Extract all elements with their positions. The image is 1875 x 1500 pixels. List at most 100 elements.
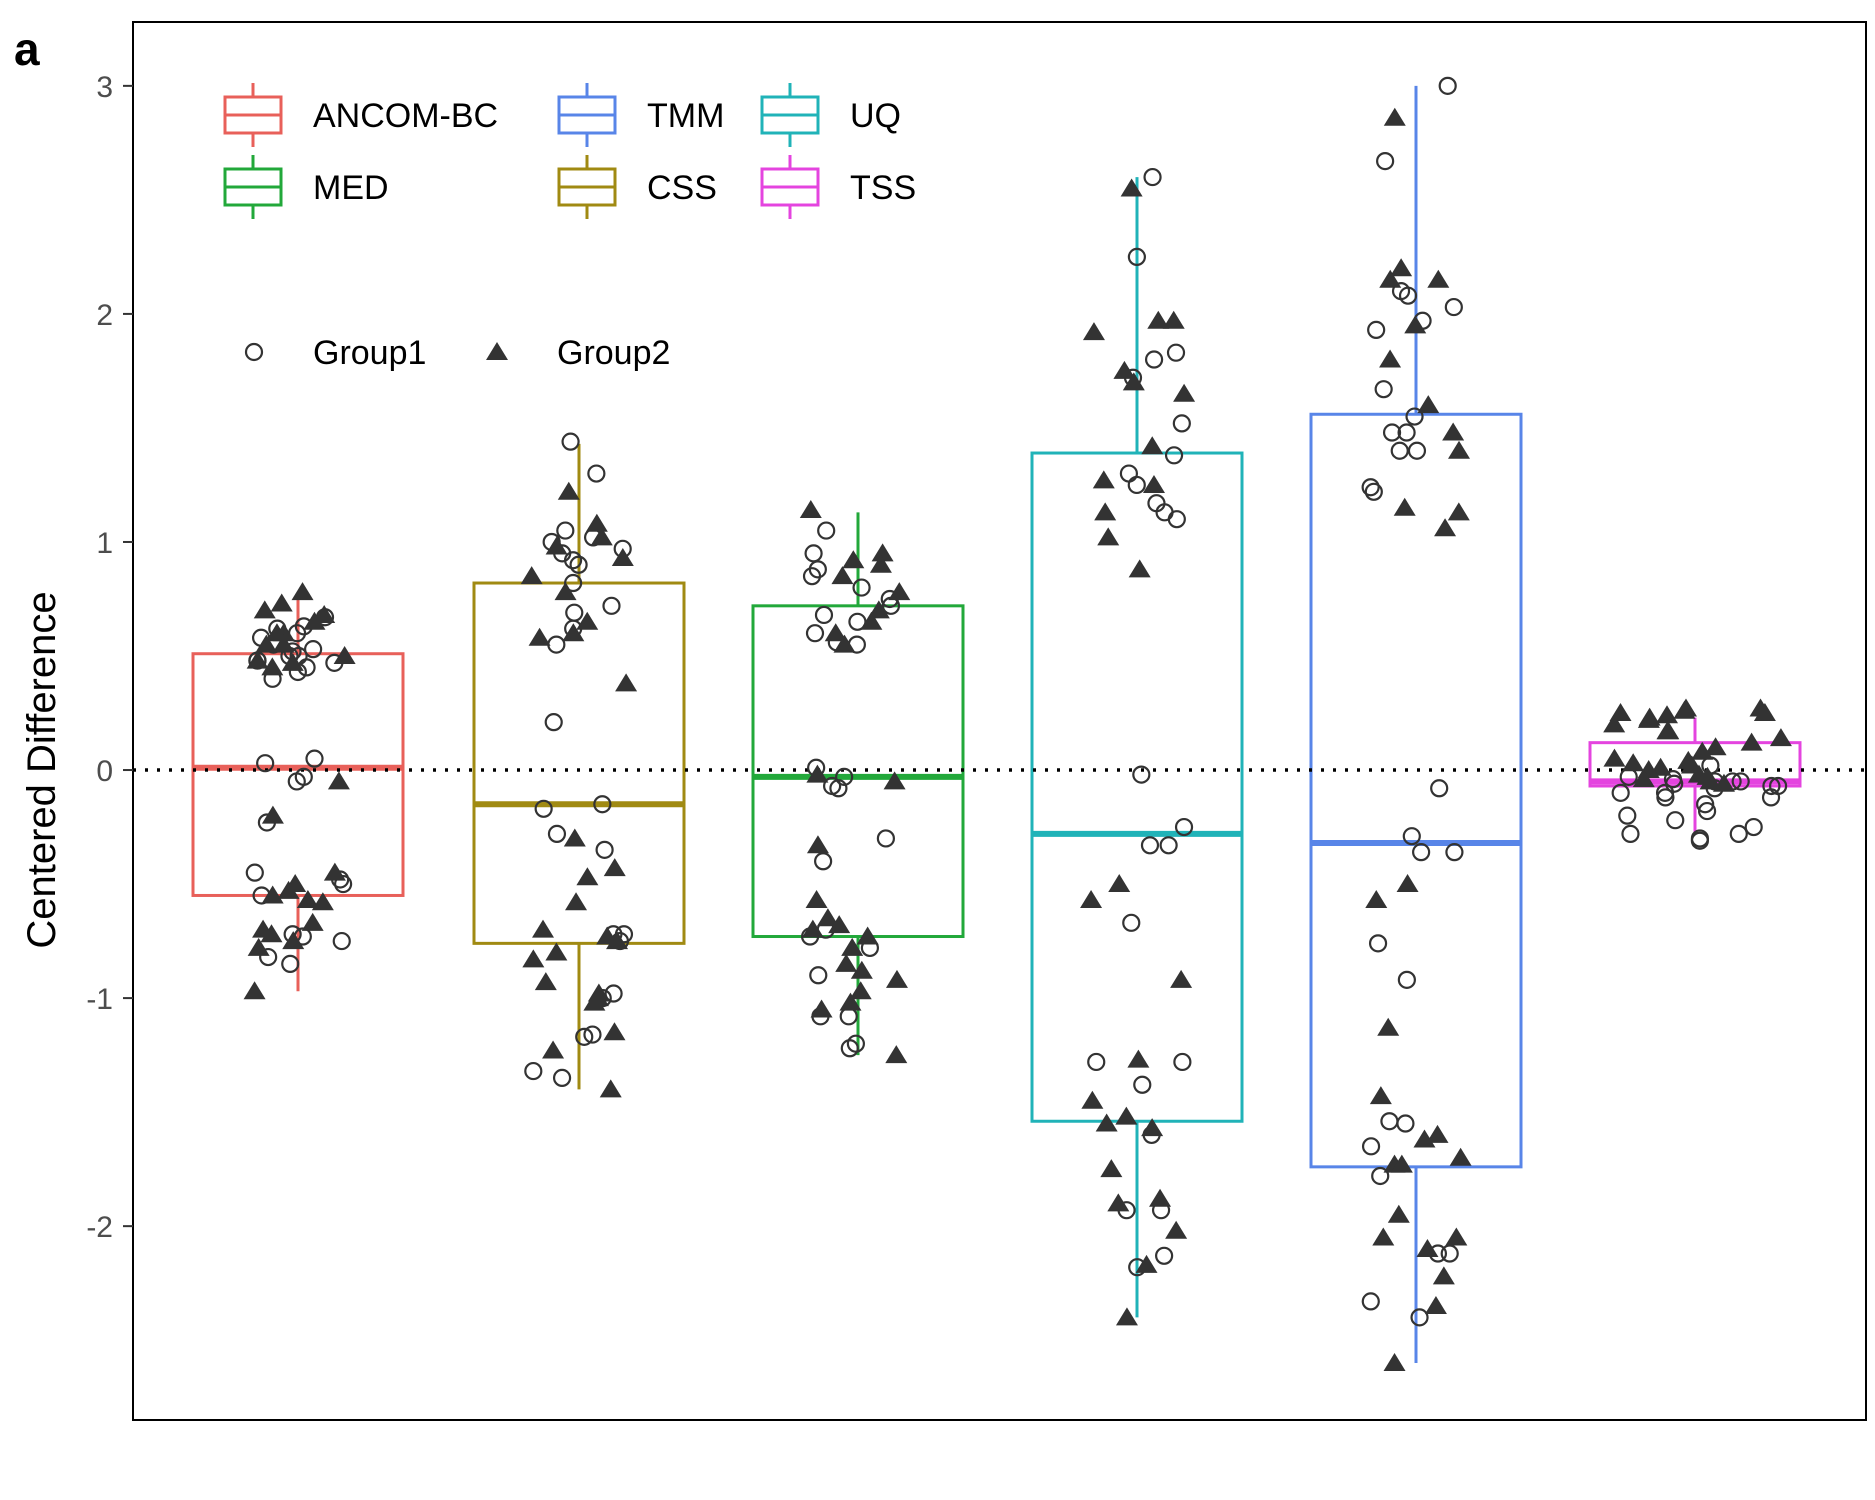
point-group2-ancom-bc bbox=[313, 604, 336, 623]
point-group1-ancom-bc bbox=[304, 640, 323, 659]
point-group2-uq bbox=[1082, 322, 1105, 341]
legend-item-tss: TSS bbox=[760, 155, 916, 219]
point-group2-med bbox=[885, 969, 908, 988]
point-group2-css bbox=[528, 627, 551, 646]
point-group2-uq bbox=[1115, 1106, 1138, 1125]
point-group2-uq bbox=[1122, 372, 1145, 391]
point-group2-uq bbox=[1149, 1188, 1172, 1207]
point-group1-med bbox=[829, 779, 848, 798]
panel-label: a bbox=[14, 23, 40, 75]
point-group2-tmm bbox=[1442, 422, 1465, 441]
point-group2-tss bbox=[1691, 741, 1714, 760]
point-group1-tmm bbox=[1402, 827, 1421, 846]
point-group1-med bbox=[814, 605, 834, 625]
point-group2-css bbox=[590, 527, 613, 546]
point-group1-uq bbox=[1119, 464, 1139, 483]
point-group2-uq bbox=[1092, 470, 1115, 489]
point-group2-css bbox=[599, 1079, 622, 1098]
point-group2-med bbox=[810, 999, 833, 1018]
legend-item-tmm: TMM bbox=[557, 83, 724, 147]
legend-label: Group2 bbox=[557, 334, 670, 372]
box-uq bbox=[1030, 177, 1244, 1318]
point-group1-tmm bbox=[1380, 1112, 1399, 1131]
point-group1-uq bbox=[1127, 247, 1146, 267]
point-group2-css bbox=[603, 858, 626, 877]
point-group2-med bbox=[816, 908, 839, 927]
point-group2-uq bbox=[1170, 969, 1193, 988]
point-group2-med bbox=[841, 937, 864, 956]
point-group2-med bbox=[831, 566, 854, 585]
point-group2-tmm bbox=[1383, 1352, 1406, 1371]
point-group1-css bbox=[561, 432, 580, 451]
point-group2-css bbox=[563, 828, 586, 847]
point-group2-med bbox=[839, 992, 862, 1011]
point-group2-med bbox=[856, 926, 879, 945]
point-group2-med bbox=[828, 915, 851, 934]
point-group1-tss bbox=[1690, 831, 1709, 850]
point-group2-ancom-bc bbox=[261, 805, 284, 824]
point-group2-tmm bbox=[1416, 1238, 1439, 1257]
point-group2-ancom-bc bbox=[301, 912, 324, 931]
point-group1-tss bbox=[1666, 811, 1685, 830]
point-group1-tss bbox=[1761, 788, 1781, 807]
legend-label: UQ bbox=[850, 97, 901, 135]
point-group1-css bbox=[524, 1061, 543, 1081]
point-group2-css bbox=[585, 513, 608, 532]
point-group2-ancom-bc bbox=[296, 890, 319, 909]
point-group2-uq bbox=[1141, 436, 1164, 455]
point-group1-tmm bbox=[1390, 441, 1409, 460]
point-group1-med bbox=[852, 578, 871, 597]
point-group2-ancom-bc bbox=[260, 924, 283, 943]
point-group1-uq bbox=[1155, 1246, 1174, 1265]
point-group2-css bbox=[542, 1040, 565, 1059]
point-group2-tmm bbox=[1434, 518, 1457, 537]
point-group2-tmm bbox=[1432, 1266, 1455, 1285]
y-tick-label: -1 bbox=[86, 983, 113, 1016]
point-group2-css bbox=[611, 547, 634, 566]
point-group2-tss bbox=[1603, 714, 1626, 733]
point-group1-med bbox=[876, 829, 895, 848]
box-tmm bbox=[1309, 85, 1523, 1363]
point-group2-css bbox=[576, 611, 599, 630]
point-group1-tss bbox=[1618, 806, 1637, 825]
point-group1-med bbox=[835, 767, 854, 786]
point-group1-tss bbox=[1621, 824, 1640, 843]
point-group1-css bbox=[587, 464, 606, 483]
point-group2-uq bbox=[1113, 360, 1136, 379]
point-group2-tmm bbox=[1417, 395, 1440, 414]
point-group2-uq bbox=[1147, 310, 1170, 329]
box-iqr bbox=[1030, 451, 1244, 1123]
y-tick-label: 0 bbox=[96, 755, 113, 788]
point-group1-css bbox=[556, 521, 575, 540]
point-group1-uq bbox=[1167, 510, 1186, 529]
point-group2-uq bbox=[1128, 559, 1151, 578]
plot-border bbox=[132, 21, 1867, 1421]
point-group1-tss bbox=[1744, 817, 1763, 837]
point-group2-tss bbox=[1622, 753, 1645, 772]
point-group2-med bbox=[869, 554, 892, 573]
point-group1-ancom-bc bbox=[334, 874, 353, 894]
point-group1-tss bbox=[1762, 776, 1781, 796]
point-group1-tmm bbox=[1371, 1166, 1390, 1186]
point-group1-tmm bbox=[1361, 1292, 1380, 1311]
point-group1-ancom-bc bbox=[281, 954, 300, 973]
point-group1-tmm bbox=[1374, 380, 1393, 399]
point-group2-tss bbox=[1603, 748, 1626, 767]
point-group1-uq bbox=[1143, 167, 1162, 187]
legend-item-med: MED bbox=[223, 155, 389, 219]
point-group2-css bbox=[522, 949, 545, 968]
point-group2-med bbox=[871, 543, 894, 562]
point-group1-tmm bbox=[1361, 478, 1380, 497]
point-group2-tmm bbox=[1426, 1124, 1449, 1143]
point-group1-css bbox=[547, 635, 566, 654]
point-group1-uq bbox=[1174, 817, 1194, 837]
point-group1-uq bbox=[1122, 913, 1141, 932]
point-group1-uq bbox=[1144, 350, 1164, 369]
point-group1-uq bbox=[1140, 836, 1160, 855]
point-group2-med bbox=[850, 960, 873, 979]
point-group2-css bbox=[562, 623, 585, 642]
point-group2-uq bbox=[1120, 178, 1143, 197]
point-group1-ancom-bc bbox=[332, 931, 351, 951]
